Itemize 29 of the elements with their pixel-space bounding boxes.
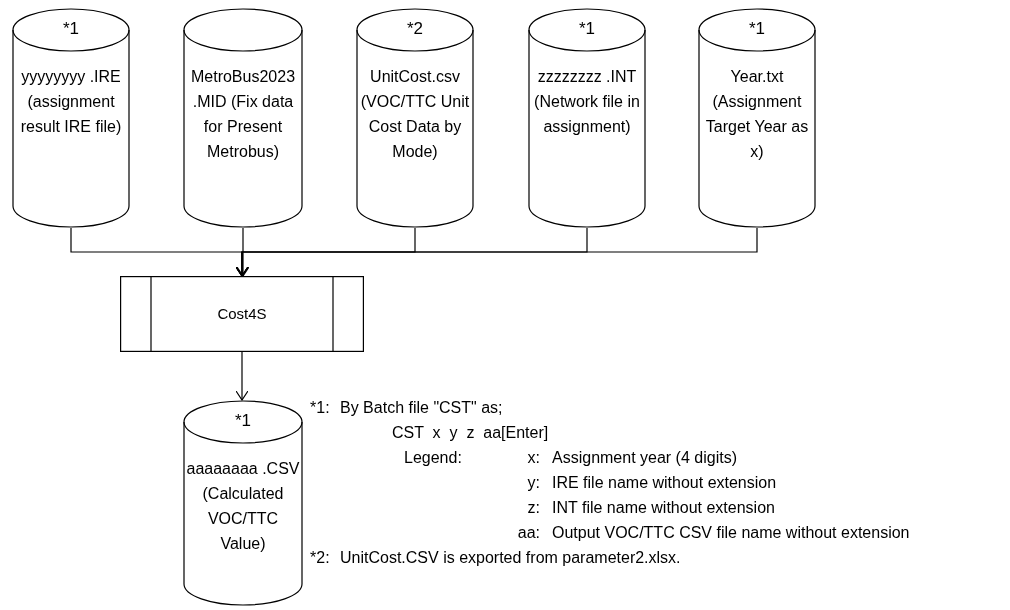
file-description: MetroBus2023 .MID (Fix data for Present Metrobus) <box>189 67 297 162</box>
note-text: Assignment year (4 digits) <box>552 448 737 468</box>
file-description: Year.txt (Assignment Target Year as x) <box>704 67 810 162</box>
file-description: yyyyyyyy .IRE (assignment result IRE file) <box>19 67 123 137</box>
note-text: aa: <box>517 523 540 543</box>
note-text: y: <box>527 473 540 493</box>
file-description: aaaaaaaa .CSV (Calculated VOC/TTC Value) <box>185 459 301 554</box>
note-text: *1: <box>310 398 330 418</box>
footnote-mark: *1 <box>233 412 253 429</box>
connector-arrow <box>235 351 249 401</box>
note-text: By Batch file "CST" as; <box>340 398 503 418</box>
footnote-mark: *1 <box>747 20 767 37</box>
note-text: x: <box>527 448 540 468</box>
footnote-mark: *1 <box>61 20 81 37</box>
note-text: UnitCost.CSV is exported from parameter2.xlsx. <box>340 548 681 568</box>
connector-arrow <box>236 227 250 277</box>
file-description: UnitCost.csv (VOC/TTC Unit Cost Data by Mode) <box>359 67 471 162</box>
note-text: INT file name without extension <box>552 498 775 518</box>
process-name: Cost4S <box>217 303 267 324</box>
file-description: zzzzzzzz .INT (Network file in assignment) <box>533 67 641 137</box>
connector-arrow <box>235 227 758 277</box>
note-text: Output VOC/TTC CSV file name without extension <box>552 523 910 543</box>
note-text: z: <box>527 498 540 518</box>
footnote-mark: *2 <box>405 20 425 37</box>
note-text: IRE file name without extension <box>552 473 777 493</box>
note-text: CST x y z aa[Enter] <box>392 423 549 443</box>
note-text: Legend: <box>404 448 462 468</box>
note-text: *2: <box>310 548 330 568</box>
footnote-mark: *1 <box>577 20 597 37</box>
